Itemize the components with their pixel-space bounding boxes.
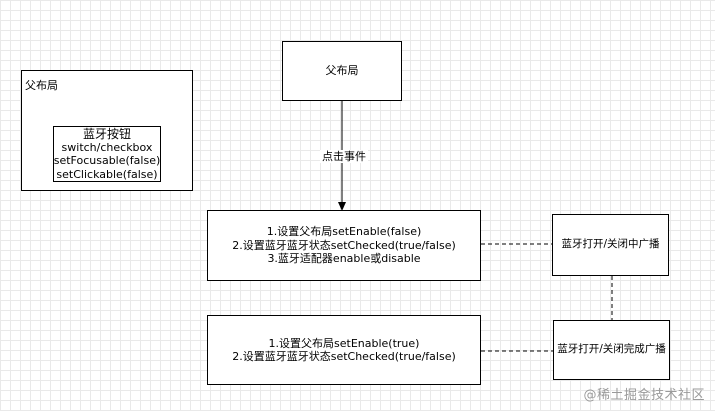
broadcast-done-label: 蓝牙打开/关闭完成广播 [557, 343, 666, 356]
step1-line-1: 1.设置父布局setEnable(false) [266, 225, 422, 239]
parent-layout-box: 父布局 [282, 41, 402, 101]
bluetooth-button-clickable: setClickable(false) [56, 167, 158, 181]
parent-layout-title: 父布局 [25, 79, 58, 92]
step2-line-2: 2.设置蓝牙蓝牙状态setChecked(true/false) [232, 350, 456, 363]
bluetooth-button-box: 蓝牙按钮 switch/checkbox setFocusable(false)… [53, 126, 161, 182]
step1-box: 1.设置父布局setEnable(false) 2.设置蓝牙蓝牙状态setChe… [207, 210, 481, 281]
bluetooth-button-label: 蓝牙按钮 [82, 126, 131, 141]
step2-line-1: 1.设置父布局setEnable(true) [268, 336, 420, 350]
broadcast-in-progress-box: 蓝牙打开/关闭中广播 [552, 214, 669, 276]
step1-line-3: 3.蓝牙适配器enable或disable [267, 252, 421, 266]
step1-line-2: 2.设置蓝牙蓝牙状态setChecked(true/false) [232, 238, 456, 252]
bluetooth-button-type: switch/checkbox [61, 140, 153, 154]
step2-box: 1.设置父布局setEnable(true) 2.设置蓝牙蓝牙状态setChec… [207, 315, 481, 385]
bluetooth-button-focusable: setFocusable(false) [53, 154, 161, 168]
broadcast-done-box: 蓝牙打开/关闭完成广播 [553, 320, 670, 380]
parent-layout-outer-box: 父布局 蓝牙按钮 switch/checkbox setFocusable(fa… [21, 70, 193, 191]
click-event-label: 点击事件 [320, 150, 368, 163]
watermark-text: @稀土掘金技术社区 [583, 388, 705, 403]
parent-layout-label: 父布局 [325, 64, 359, 78]
broadcast-in-progress-label: 蓝牙打开/关闭中广播 [561, 238, 660, 251]
click-event-arrowhead [338, 202, 346, 211]
